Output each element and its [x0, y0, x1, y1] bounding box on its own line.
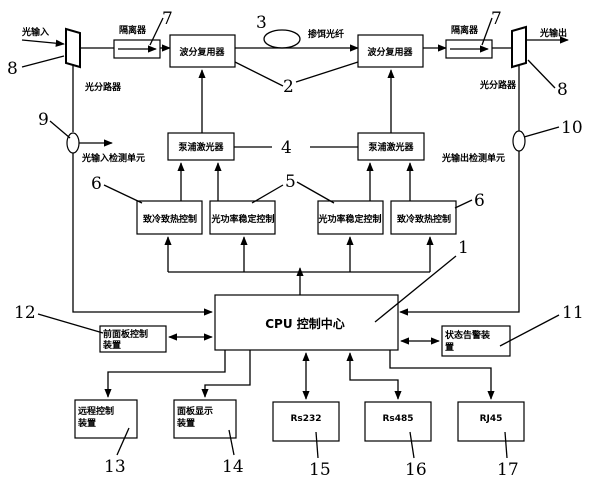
remote-label-1: 远程控制: [78, 405, 114, 417]
leader-13: [116, 427, 130, 456]
ref-num-8-left: 8: [7, 59, 18, 79]
front-panel-label-2: 装置: [102, 339, 121, 351]
input-detector: [66, 132, 80, 154]
light-out-label: 光输出: [539, 27, 567, 39]
leader-7-right: [481, 17, 493, 46]
output-detect-label: 光输出检测单元: [441, 152, 505, 164]
right-pump-laser-label: 泵浦激光器: [368, 141, 414, 153]
ref-num-11: 11: [562, 303, 584, 323]
leader-1: [374, 255, 457, 323]
left-wdm-label: 波分复用器: [179, 46, 225, 58]
left-splitter-label: 光分路器: [84, 81, 122, 93]
ref-num-7-right: 7: [491, 9, 502, 29]
leader-5-right: [296, 181, 335, 204]
leader-2-left: [234, 61, 284, 87]
leader-8-right: [527, 59, 556, 89]
ref-num-16: 16: [405, 460, 427, 480]
output-detect-to-cpu: [399, 151, 520, 316]
leader-14: [228, 429, 235, 456]
leader-9: [49, 120, 71, 139]
doped-fiber-coil: [263, 29, 301, 49]
cpu-to-remote: [104, 350, 226, 398]
ref-num-6-right: 6: [474, 191, 485, 211]
leader-17: [504, 431, 508, 459]
ref-num-17: 17: [497, 460, 519, 480]
right-splitter: [511, 25, 527, 69]
ref-num-13: 13: [104, 457, 126, 477]
left-splitter: [65, 27, 81, 69]
light-in-arrow: [21, 39, 65, 47]
input-detect-label: 光输入检测单元: [81, 152, 145, 164]
status-alarm: [441, 325, 511, 357]
panel-display: [173, 399, 237, 439]
remote-label-2: 装置: [77, 417, 96, 429]
right-tec-control: [390, 200, 457, 235]
leader-15: [315, 431, 319, 459]
rs232-label: Rs232: [290, 414, 321, 424]
ref-num-7-left: 7: [162, 9, 173, 29]
right-tec-control-label: 致冷致热控制: [397, 213, 451, 225]
ref-num-9: 9: [38, 110, 49, 130]
cpu-to-rj45: [389, 350, 495, 400]
ref-num-10: 10: [561, 118, 583, 138]
light-in-label: 光输入: [21, 26, 49, 38]
leader-16: [409, 431, 415, 459]
left-isolator-label: 隔离器: [119, 24, 147, 36]
left-tec-control: [136, 200, 203, 235]
left-wdm: [169, 34, 236, 68]
status-alarm-label-2: 置: [445, 342, 454, 353]
doped-fiber-label: 掺饵光纤: [308, 28, 344, 40]
ref-num-3: 3: [256, 13, 267, 33]
leader-12: [37, 313, 104, 334]
front-panel-control: [99, 325, 167, 353]
output-detector: [512, 130, 526, 152]
rj45-port: [457, 401, 525, 442]
right-wdm-label: 波分复用器: [367, 46, 413, 58]
rs485-port: [364, 401, 432, 442]
right-power-control: [317, 200, 384, 235]
rs485-label: Rs485: [382, 414, 413, 424]
leader-6-left: [103, 184, 143, 204]
right-wdm: [357, 34, 424, 68]
front-panel-label-1: 前面板控制: [103, 328, 148, 340]
right-splitter-label: 光分路器: [479, 79, 517, 91]
panel-display-label-1: 面板显示: [177, 405, 213, 417]
leader-6-right: [454, 199, 473, 209]
leader-5-left: [251, 184, 284, 204]
right-isolator-label: 隔离器: [451, 24, 479, 36]
ref-num-1: 1: [458, 238, 469, 258]
left-pump-laser-label: 泵浦激光器: [178, 141, 224, 153]
leader-11: [499, 314, 560, 347]
left-tec-control-label: 致冷致热控制: [143, 213, 197, 225]
cpu-control-center: [214, 294, 399, 351]
left-power-control-label: 光功率稳定控制: [210, 213, 274, 225]
leader-8-left: [21, 55, 65, 68]
left-power-control: [209, 200, 276, 235]
ref-num-12: 12: [14, 303, 36, 323]
ref-num-14: 14: [222, 457, 244, 477]
leader-2-right: [295, 61, 359, 83]
leader-10: [523, 126, 560, 138]
ref-num-4: 4: [281, 138, 292, 158]
rj45-label: RJ45: [480, 414, 503, 424]
panel-display-label-2: 装置: [176, 417, 195, 429]
ref-num-8-right: 8: [557, 80, 568, 100]
ref-num-6-left: 6: [91, 174, 102, 194]
right-pump-laser: [357, 132, 425, 161]
input-detect-to-cpu: [72, 153, 213, 316]
leader-7-left: [149, 17, 164, 46]
ref-num-15: 15: [309, 460, 331, 480]
rs232-port: [272, 401, 340, 442]
ref-num-5: 5: [285, 172, 296, 192]
rs485-link: [346, 352, 402, 400]
ref-num-2: 2: [283, 77, 294, 97]
cpu-label: CPU 控制中心: [265, 316, 345, 331]
status-alarm-label-1: 状态告警装: [445, 329, 491, 341]
right-power-control-label: 光功率稳定控制: [317, 213, 381, 225]
cpu-to-panel-display: [201, 350, 251, 398]
